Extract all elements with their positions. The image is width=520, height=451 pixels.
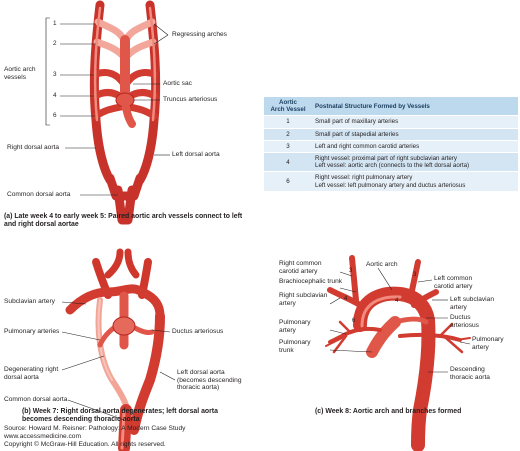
table-cell-structure: Small part of stapedial arteries: [312, 128, 518, 141]
label-left-common-carotid: Left common carotid artery: [434, 275, 473, 290]
label-aortic-arch-vessels: Aortic arch vessels: [4, 66, 36, 81]
caption-panel-c: (c) Week 8: Aortic arch and branches for…: [315, 408, 515, 416]
table-cell-vessel: 2: [264, 128, 312, 141]
arch-number-3: 3: [53, 71, 57, 78]
panel-c-drawing: [325, 255, 471, 451]
arch-number-6: 6: [53, 112, 57, 119]
panel-c-numbers: 3 3 4 4 6: [344, 268, 417, 324]
caption-panel-a: (a) Late week 4 to early week 5: Paired …: [4, 213, 254, 229]
arch-number-4: 4: [53, 92, 57, 99]
source-line-2[interactable]: www.accessmedicine.com: [4, 433, 81, 440]
label-subclavian-artery: Subclavian artery: [4, 298, 55, 305]
label-common-dorsal-aorta-b: Common dorsal aorta: [4, 396, 68, 403]
table-header-vessel: Aortic Arch Vessel: [264, 97, 312, 117]
source-line-1: Source: Howard M. Reisner: Pathology: A …: [4, 425, 186, 432]
table-cell-structure: Left and right common carotid arteries: [312, 140, 518, 154]
table-row: 2 Small part of stapedial arteries: [264, 128, 518, 141]
label-right-dorsal-aorta: Right dorsal aorta: [7, 144, 60, 151]
table-row: 4 Right vessel: proximal part of right s…: [264, 152, 518, 173]
table-cell-vessel: 4: [264, 152, 312, 173]
panel-b-leaders: [61, 301, 176, 421]
caption-b-bold: (b) Week 7:: [22, 408, 59, 415]
label-pulmonary-arteries: Pulmonary arteries: [4, 328, 60, 335]
label-right-common-carotid: Right common carotid artery: [279, 260, 322, 275]
panel-b-drawing: [65, 248, 165, 451]
label-brachiocephalic-trunk: Brachiocephalic trunk: [279, 278, 343, 285]
label-truncus-arteriosus: Truncus arteriosus: [163, 96, 218, 103]
label-common-dorsal-aorta: Common dorsal aorta: [7, 191, 71, 198]
aortic-arch-table: Aortic Arch Vessel Postnatal Structure F…: [264, 97, 518, 192]
table-cell-structure: Small part of maxillary arteries: [312, 115, 518, 129]
label-regressing-arches: Regressing arches: [172, 31, 227, 38]
panel-c-leaders: [329, 267, 471, 373]
table-cell-vessel: 3: [264, 140, 312, 154]
label-left-dorsal-aorta: Left dorsal aorta: [172, 151, 220, 158]
table-header-structure: Postnatal Structure Formed by Vessels: [312, 97, 518, 117]
table-row: 1 Small part of maxillary arteries: [264, 115, 518, 129]
arch-number-2: 2: [53, 40, 57, 47]
table-row: 3 Left and right common carotid arteries: [264, 140, 518, 154]
caption-a-bold: (a) Late week 4 to early week 5:: [4, 213, 107, 220]
panel-c-num-4: 4: [395, 298, 399, 304]
table-cell-vessel: 1: [264, 115, 312, 129]
panel-a-drawing: [89, 0, 161, 225]
label-pulmonary-artery-c-right: Pulmonary artery: [472, 336, 504, 351]
label-ductus-arteriosus-b: Ductus arteriosus: [172, 328, 224, 335]
label-aortic-arch: Aortic arch: [366, 261, 398, 268]
panel-c-num-3a: 3: [349, 268, 353, 274]
caption-a-rest: Paired aortic arch vessels connect to le…: [4, 213, 243, 228]
label-pulmonary-artery-c-left: Pulmonary artery: [279, 319, 311, 334]
label-ductus-arteriosus-c: Ductus arteriosus: [450, 314, 479, 329]
caption-b-rest: Right dorsal aorta degenerates; left dor…: [22, 408, 218, 423]
table-row: 6 Right vessel: right pulmonary artery L…: [264, 171, 518, 192]
label-pulmonary-trunk: Pulmonary trunk: [279, 339, 311, 354]
panel-c-num-4b: 4: [344, 296, 348, 302]
caption-c-bold: (c) Week 8:: [315, 408, 352, 415]
table-cell-structure: Right vessel: right pulmonary artery Lef…: [312, 171, 518, 192]
caption-c-rest: Aortic arch and branches formed: [351, 408, 462, 415]
arch-number-1: 1: [53, 20, 57, 27]
source-line-3: Copyright © McGraw-Hill Education. All r…: [4, 441, 166, 448]
table-cell-structure: Right vessel: proximal part of right sub…: [312, 152, 518, 173]
panel-c-num-3b: 3: [413, 272, 417, 278]
label-descending-thoracic-aorta: Descending thoracic aorta: [450, 366, 490, 381]
label-left-subclavian: Left subclavian artery: [450, 296, 494, 311]
label-aortic-sac: Aortic sac: [163, 80, 192, 87]
caption-panel-b: (b) Week 7: Right dorsal aorta degenerat…: [22, 408, 244, 424]
label-degenerating-right-dorsal-aorta: Degenerating right dorsal aorta: [4, 366, 59, 381]
label-left-dorsal-aorta-b: Left dorsal aorta (becomes descending th…: [177, 369, 242, 392]
label-right-subclavian: Right subclavian artery: [279, 292, 328, 307]
table-cell-vessel: 6: [264, 171, 312, 192]
panel-a-bracket: [45, 17, 170, 196]
panel-c-num-6: 6: [352, 318, 356, 324]
